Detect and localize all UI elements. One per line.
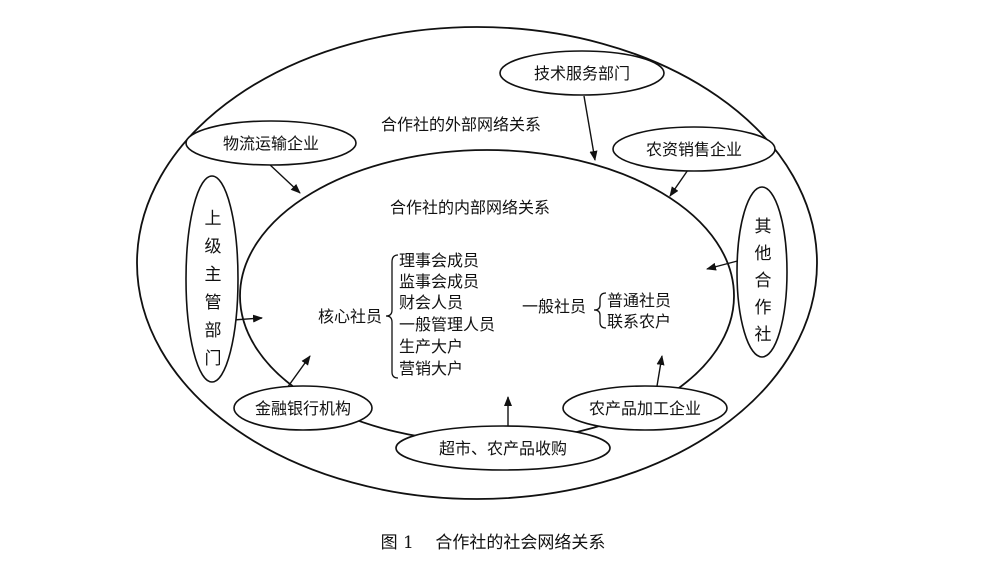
- node-market: 超市、农产品收购: [395, 425, 611, 471]
- arrow-agri-sales: [669, 166, 691, 197]
- arrow-logistics: [267, 162, 301, 194]
- inner-network-label: 合作社的内部网络关系: [390, 198, 550, 217]
- arrow-tech: [583, 95, 598, 161]
- vertical-char: 社: [755, 325, 772, 345]
- general-member-item: 联系农户: [607, 312, 671, 331]
- figure-caption: 图 1 合作社的社会网络关系: [0, 528, 986, 553]
- svg-text:技术服务部门: 技术服务部门: [534, 64, 630, 83]
- core-member-item: 监事会成员: [399, 272, 479, 291]
- node-processing: 农产品加工企业: [562, 385, 728, 431]
- node-tech-service: 技术服务部门: [499, 50, 665, 96]
- vertical-char: 其: [755, 217, 772, 237]
- svg-text:农产品加工企业: 农产品加工企业: [589, 399, 701, 418]
- svg-text:上级主管部门: 上级主管部门: [205, 209, 222, 369]
- vertical-char: 级: [205, 237, 222, 257]
- vertical-char: 作: [755, 298, 772, 318]
- svg-text:其他合作社: 其他合作社: [755, 217, 772, 345]
- figure-number: 图 1: [380, 533, 414, 553]
- core-member-item: 生产大户: [399, 337, 463, 356]
- vertical-char: 主: [205, 265, 222, 285]
- arrow-superior: [232, 314, 263, 323]
- figure-title: 合作社的社会网络关系: [435, 533, 606, 553]
- vertical-char: 门: [205, 349, 222, 369]
- arrow-finance: [286, 355, 311, 389]
- svg-text:超市、农产品收购: 超市、农产品收购: [439, 439, 567, 458]
- node-agri-sales: 农资销售企业: [612, 126, 776, 172]
- core-member-item: 营销大户: [399, 359, 463, 378]
- core-member-item: 一般管理人员: [399, 315, 495, 334]
- core-members-brace: [385, 254, 399, 379]
- general-members-label: 一般社员: [522, 297, 586, 316]
- vertical-char: 合: [755, 271, 772, 291]
- outer-network-ellipse: [136, 26, 818, 500]
- svg-text:物流运输企业: 物流运输企业: [223, 134, 319, 153]
- core-members-label: 核心社员: [318, 307, 382, 326]
- node-logistics: 物流运输企业: [185, 120, 357, 166]
- node-finance: 金融银行机构: [233, 385, 373, 431]
- general-members-brace: [593, 292, 607, 329]
- vertical-char: 管: [205, 293, 222, 313]
- core-member-item: 财会人员: [399, 293, 463, 312]
- outer-network-label: 合作社的外部网络关系: [381, 115, 541, 134]
- node-superior-dept: 上级主管部门: [185, 175, 239, 383]
- node-other-coop: 其他合作社: [736, 186, 788, 358]
- vertical-char: 部: [205, 321, 222, 341]
- vertical-char: 上: [205, 209, 222, 229]
- general-member-item: 普通社员: [607, 291, 671, 310]
- vertical-char: 他: [755, 244, 772, 264]
- core-member-item: 理事会成员: [399, 251, 479, 270]
- svg-text:金融银行机构: 金融银行机构: [255, 399, 351, 418]
- svg-text:农资销售企业: 农资销售企业: [646, 140, 742, 159]
